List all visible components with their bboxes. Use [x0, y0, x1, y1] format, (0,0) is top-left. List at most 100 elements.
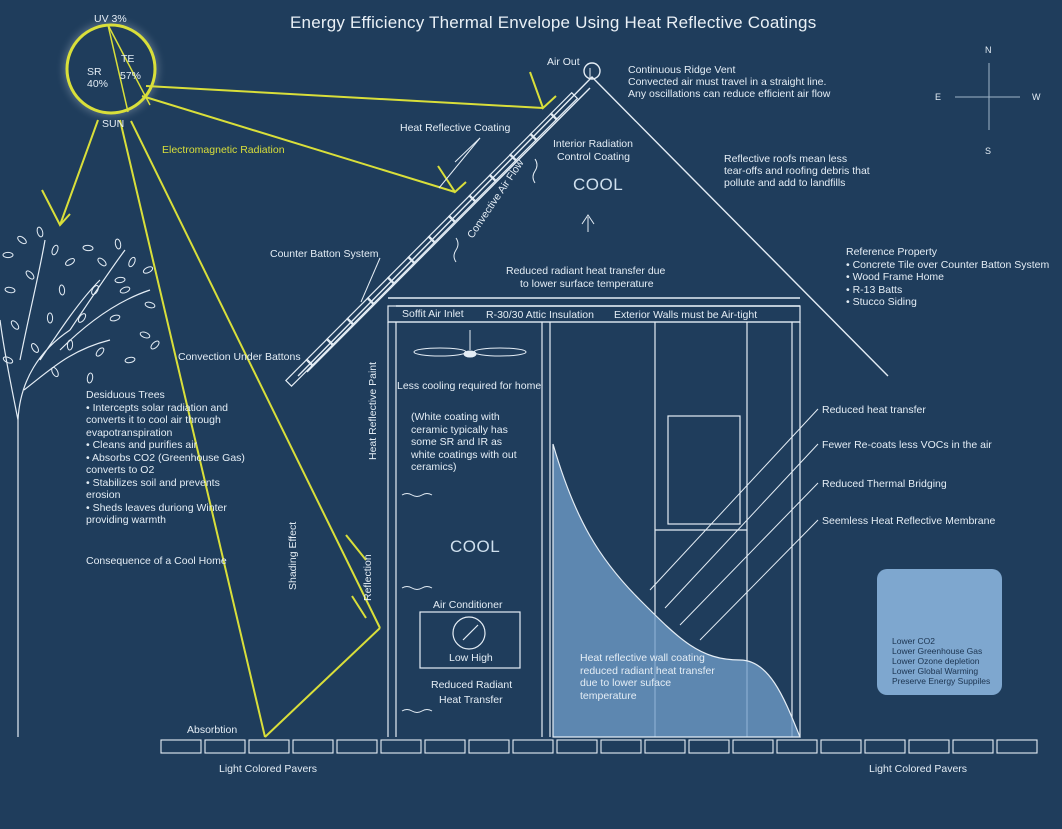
leaf	[91, 285, 99, 295]
paver	[776, 739, 818, 754]
absorbtion-label: Absorbtion	[187, 724, 238, 736]
benefit-item: Lower CO2	[892, 636, 935, 646]
callout-leaders	[360, 68, 819, 641]
roof-tile	[549, 91, 579, 121]
trees-title: Desiduous Trees	[86, 389, 165, 401]
callout-thermal-bridging: Reduced Thermal Bridging	[822, 478, 947, 490]
environmental-benefits-badge: Lower CO2 Lower Greenhouse Gas Lower Ozo…	[877, 569, 1002, 695]
leaf	[128, 256, 136, 268]
paver	[424, 739, 466, 754]
paver	[732, 739, 774, 754]
benefit-item: Lower Greenhouse Gas	[892, 646, 983, 656]
airflow-arrows	[401, 158, 538, 713]
pavers	[160, 739, 1038, 754]
reference-item: • R-13 Batts	[846, 283, 903, 296]
leaf	[31, 343, 39, 353]
attic-insulation-band	[387, 305, 801, 323]
paver	[864, 739, 906, 754]
wall-coating-fill	[552, 443, 801, 738]
pavers-left-label: Light Colored Pavers	[219, 763, 318, 775]
roof-tile	[285, 358, 314, 387]
leaf	[82, 244, 94, 252]
interior-radiation-line1: Interior Radiation	[553, 138, 633, 150]
solar-rays	[41, 71, 557, 738]
leaf	[124, 356, 136, 364]
sun-name-label: SUN	[102, 118, 125, 130]
leaf	[46, 312, 54, 324]
air-conditioner-label: Air Conditioner	[433, 599, 503, 611]
air-out-label: Air Out	[547, 56, 580, 68]
reference-property: Reference Property • Concrete Tile over …	[846, 246, 1049, 309]
compass-n: N	[985, 45, 992, 55]
trees-benefits: Desiduous Trees • Intercepts solar radia…	[86, 389, 245, 527]
sun-te-value: 57%	[120, 70, 142, 82]
less-cooling-label: Less cooling required for home	[397, 380, 542, 392]
leaf	[58, 284, 66, 296]
trees-item: converts it to cool air through	[86, 414, 221, 426]
reduced-radiant-room-line1: Reduced Radiant	[431, 679, 513, 691]
paver	[380, 739, 422, 754]
callout-fewer-recoats: Fewer Re-coats less VOCs in the air	[822, 439, 992, 451]
roof-tile	[427, 214, 457, 244]
leaf	[119, 286, 131, 294]
trees-item: • Intercepts solar radiation and	[86, 401, 229, 414]
reference-item: • Concrete Tile over Counter Batton Syst…	[846, 258, 1050, 271]
leaf	[66, 339, 74, 351]
compass-e: E	[935, 92, 942, 102]
benefit-item: Preserve Energy Suppiles	[892, 676, 991, 686]
leaf	[114, 238, 122, 250]
sun-te-label: TE	[121, 53, 135, 65]
leaf	[139, 331, 151, 339]
roof-tile	[447, 194, 477, 223]
consequence-label: Consequence of a Cool Home	[86, 555, 227, 567]
roof-tile	[305, 337, 334, 367]
exterior-walls-label: Exterior Walls must be Air-tight	[614, 309, 758, 321]
roof-tile	[407, 235, 436, 264]
white-coating-note: (White coating with ceramic typically ha…	[411, 411, 517, 473]
sun-sr-label: SR	[87, 66, 102, 78]
sun	[55, 13, 167, 125]
roof-tile	[468, 173, 497, 203]
trees-item: • Cleans and purifies air	[86, 439, 198, 451]
paver	[292, 739, 334, 754]
paver	[688, 739, 730, 754]
roof-tile	[488, 153, 518, 182]
leaf	[97, 257, 107, 267]
soffit-label: Soffit Air Inlet	[402, 308, 464, 320]
paver	[248, 739, 290, 754]
reference-item: • Wood Frame Home	[846, 271, 945, 283]
leaf	[150, 340, 160, 350]
paver	[996, 739, 1038, 754]
compass-w: W	[1032, 92, 1041, 102]
callout-membrane: Seemless Heat Reflective Membrane	[822, 515, 996, 527]
trees-item: providing warmth	[86, 514, 166, 526]
sun-sr-value: 40%	[87, 78, 109, 90]
leaf	[10, 320, 20, 330]
air-conditioner	[419, 611, 521, 669]
roof-tile	[386, 255, 416, 285]
leaf	[114, 276, 126, 284]
paver	[204, 739, 246, 754]
roof-tile	[366, 276, 396, 305]
attic-cool-label: COOL	[573, 175, 624, 194]
page-title: Energy Efficiency Thermal Envelope Using…	[290, 13, 817, 32]
convection-battons-label: Convection Under Battons	[178, 351, 301, 363]
leaf	[109, 314, 121, 322]
roof-tile	[529, 112, 558, 141]
roof-tile	[346, 296, 375, 326]
roof-tiles	[285, 91, 579, 387]
reflection-label: Reflection	[362, 554, 374, 601]
trees-item: evapotranspiration	[86, 426, 173, 439]
paver	[468, 739, 510, 754]
callout-reduced-heat-transfer: Reduced heat transfer	[822, 404, 926, 416]
ac-dial-label: Low High	[449, 652, 493, 664]
reflective-roofs-line2: tear-offs and roofing debris that	[724, 165, 870, 177]
leaf	[2, 251, 14, 259]
ceiling-fan	[413, 330, 527, 358]
em-radiation-label: Electromagnetic Radiation	[162, 144, 285, 156]
leaf	[144, 301, 156, 309]
paver	[644, 739, 686, 754]
leaf	[4, 286, 16, 294]
